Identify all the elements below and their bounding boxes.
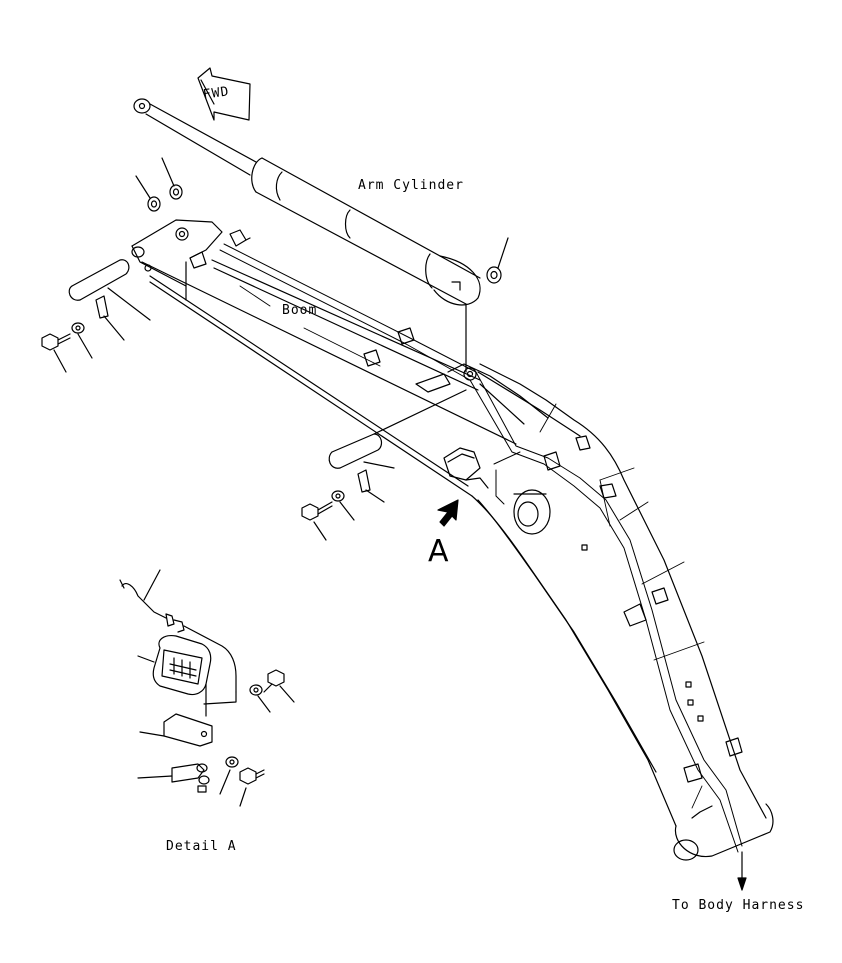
washer-cylinder-end <box>487 238 508 283</box>
clamp-4 <box>364 350 380 366</box>
pin-left <box>69 260 150 320</box>
bolt-left <box>42 334 70 372</box>
fwd-arrow-icon <box>198 68 250 120</box>
work-lamp <box>444 448 488 488</box>
washer-bolt-left <box>72 323 92 358</box>
arm-cylinder <box>134 99 480 372</box>
boom-harness <box>220 244 742 852</box>
detail-a-assembly <box>120 570 294 806</box>
clamp-1 <box>230 230 250 246</box>
pin-middle <box>329 390 466 468</box>
clamp-3 <box>398 328 414 344</box>
washer-left <box>136 176 160 211</box>
clamp-6 <box>624 588 742 782</box>
boom-outline <box>142 260 773 860</box>
leader-lines <box>240 286 704 808</box>
bolt-middle <box>302 502 332 540</box>
view-a-label: A <box>428 534 449 569</box>
plate-middle <box>358 470 384 502</box>
view-a-arrow-icon <box>438 500 458 526</box>
arm-cylinder-label: Arm Cylinder <box>358 178 464 193</box>
to-body-harness-arrow-icon <box>738 852 746 890</box>
washer-bolt-middle <box>332 491 354 520</box>
to-body-harness-label: To Body Harness <box>672 898 805 913</box>
clamp-2 <box>190 252 206 268</box>
plate-left <box>96 296 124 340</box>
boom-label: Boom <box>282 303 318 318</box>
boom-top-bracket <box>132 220 222 300</box>
detail-a-label: Detail A <box>166 839 237 854</box>
clamp-5 <box>544 436 616 498</box>
washer-right-top <box>162 158 182 199</box>
boom-bolt-marks <box>582 545 703 721</box>
